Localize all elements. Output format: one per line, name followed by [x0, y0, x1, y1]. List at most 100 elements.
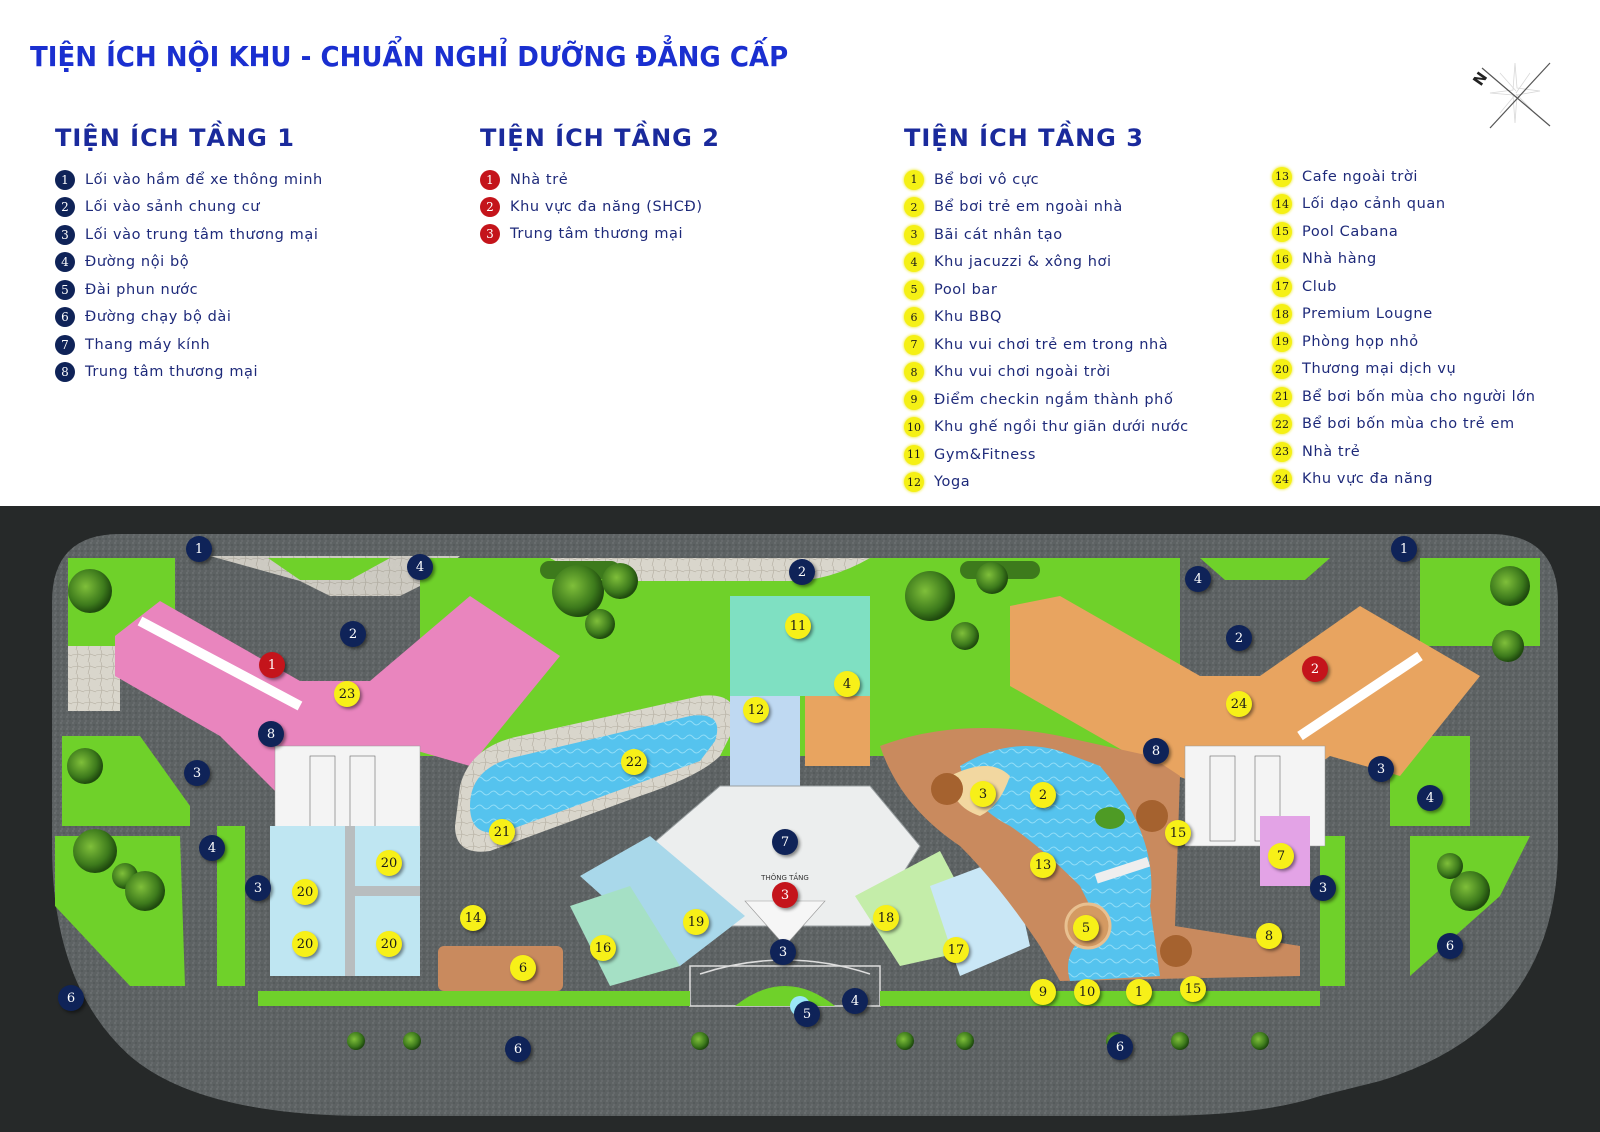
legend-item: 7 Khu vui chơi trẻ em trong nhà	[904, 331, 1189, 359]
map-marker-red-2: 2	[1302, 656, 1328, 682]
map-marker-navy-1: 1	[1391, 536, 1417, 562]
number-badge-icon: 23	[1272, 441, 1292, 462]
legend-item-label: Khu vui chơi ngoài trời	[934, 364, 1111, 381]
map-marker-yellow-9: 9	[1030, 979, 1056, 1005]
map-marker-yellow-23: 23	[334, 681, 360, 707]
legend-item-label: Bể bơi bốn mùa cho trẻ em	[1302, 416, 1515, 433]
legend-item-label: Bãi cát nhân tạo	[934, 226, 1063, 243]
legend-item-label: Lối vào sảnh chung cư	[85, 199, 261, 216]
legend-item-label: Thang máy kính	[85, 336, 211, 353]
number-badge-icon: 18	[1272, 304, 1292, 325]
number-badge-icon: 8	[904, 362, 924, 383]
number-badge-icon: 4	[55, 252, 75, 273]
number-badge-icon: 1	[904, 169, 924, 190]
legend-item-label: Bể bơi trẻ em ngoài nhà	[934, 199, 1123, 216]
map-marker-yellow-22: 22	[621, 749, 647, 775]
legend-item-label: Đài phun nước	[85, 281, 199, 298]
map-marker-navy-3: 3	[1310, 875, 1336, 901]
map-marker-red-3: 3	[772, 882, 798, 908]
map-marker-red-1: 1	[259, 652, 285, 678]
number-badge-icon: 11	[904, 444, 924, 465]
number-badge-icon: 21	[1272, 386, 1292, 407]
map-marker-navy-8: 8	[1143, 738, 1169, 764]
map-marker-yellow-3: 3	[970, 781, 996, 807]
number-badge-icon: 4	[904, 252, 924, 273]
map-marker-navy-3: 3	[770, 939, 796, 965]
map-marker-navy-2: 2	[340, 621, 366, 647]
map-marker-yellow-24: 24	[1226, 691, 1252, 717]
map-marker-yellow-15: 15	[1165, 820, 1191, 846]
number-badge-icon: 12	[904, 472, 924, 493]
number-badge-icon: 20	[1272, 359, 1292, 380]
number-badge-icon: 24	[1272, 469, 1292, 490]
legend-item: 4 Khu jacuzzi & xông hơi	[904, 249, 1189, 277]
legend-item-label: Nhà hàng	[1302, 251, 1377, 268]
map-marker-yellow-21: 21	[489, 819, 515, 845]
number-badge-icon: 14	[1272, 194, 1292, 215]
number-badge-icon: 7	[55, 334, 75, 355]
map-marker-navy-4: 4	[407, 554, 433, 580]
legend-item-label: Lối vào hầm để xe thông minh	[85, 171, 323, 188]
number-badge-icon: 13	[1272, 166, 1292, 187]
legend-item-label: Trung tâm thương mại	[85, 364, 259, 381]
number-badge-icon: 1	[480, 169, 500, 190]
legend-item: 1 Bể bơi vô cực	[904, 166, 1189, 194]
number-badge-icon: 7	[904, 334, 924, 355]
legend-item: 4 Đường nội bộ	[55, 249, 323, 277]
map-marker-navy-7: 7	[772, 829, 798, 855]
legend-item-label: Đường chạy bộ dài	[85, 309, 232, 326]
legend-item-label: Khu BBQ	[934, 309, 1003, 326]
map-marker-navy-3: 3	[1368, 756, 1394, 782]
map-marker-navy-3: 3	[245, 875, 271, 901]
legend-item-label: Gym&Fitness	[934, 446, 1037, 463]
number-badge-icon: 19	[1272, 331, 1292, 352]
number-badge-icon: 10	[904, 417, 924, 438]
map-marker-navy-4: 4	[1185, 566, 1211, 592]
legend-item-label: Lối vào trung tâm thương mại	[85, 226, 319, 243]
legend-item: 2 Bể bơi trẻ em ngoài nhà	[904, 194, 1189, 222]
number-badge-icon: 3	[480, 223, 500, 244]
map-marker-navy-6: 6	[505, 1036, 531, 1062]
map-marker-yellow-18: 18	[873, 905, 899, 931]
legend-item-label: Đường nội bộ	[85, 254, 190, 271]
page-title: TIỆN ÍCH NỘI KHU - CHUẨN NGHỈ DƯỠNG ĐẲNG…	[30, 40, 789, 73]
legend-item-label: Khu jacuzzi & xông hơi	[934, 254, 1112, 271]
map-marker-yellow-19: 19	[683, 909, 709, 935]
legend-item: 5 Đài phun nước	[55, 276, 323, 304]
legend-item-label: Club	[1302, 278, 1337, 295]
legend-item-label: Khu vui chơi trẻ em trong nhà	[934, 336, 1169, 353]
map-marker-navy-1: 1	[186, 536, 212, 562]
svg-text:N: N	[1470, 69, 1491, 90]
map-marker-navy-4: 4	[199, 835, 225, 861]
map-marker-yellow-8: 8	[1256, 923, 1282, 949]
legend-item: 11 Gym&Fitness	[904, 441, 1189, 469]
north-compass-icon: N	[1470, 62, 1551, 129]
legend-item-label: Bể bơi vô cực	[934, 171, 1040, 188]
map-marker-yellow-11: 11	[785, 613, 811, 639]
map-marker-yellow-14: 14	[460, 905, 486, 931]
map-marker-navy-6: 6	[1437, 933, 1463, 959]
number-badge-icon: 5	[55, 279, 75, 300]
map-marker-yellow-10: 10	[1074, 979, 1100, 1005]
legend-heading-floor-1: TIỆN ÍCH TẦNG 1	[55, 124, 295, 152]
legend-item-label: Cafe ngoài trời	[1302, 168, 1418, 185]
map-marker-yellow-1: 1	[1126, 979, 1152, 1005]
number-badge-icon: 2	[904, 197, 924, 218]
